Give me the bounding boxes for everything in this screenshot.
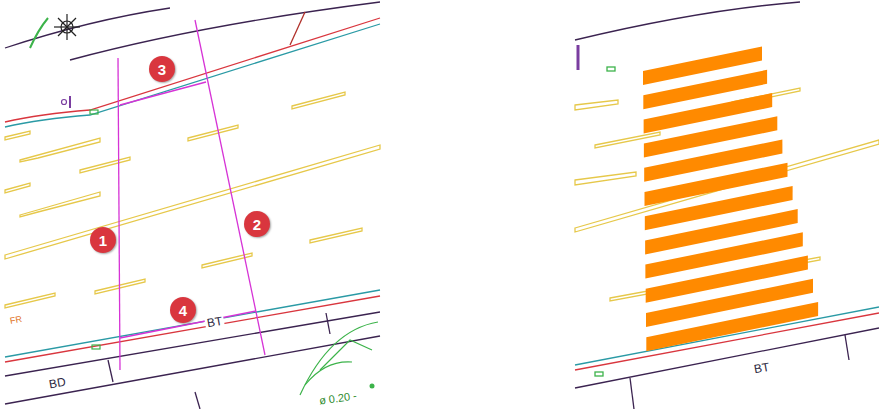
callout-number: 2: [244, 211, 270, 237]
crosswalk-stripe: [646, 302, 818, 351]
callout-number: 4: [170, 297, 196, 323]
callout-number: 3: [149, 56, 175, 82]
callout-number: 1: [90, 227, 116, 253]
zone-code: BT: [751, 360, 772, 375]
zone-code: BD: [46, 375, 68, 390]
zone-code: FR: [8, 314, 23, 325]
zone-code: BT: [204, 314, 225, 329]
dimension: ø 0.20 -: [316, 390, 359, 407]
